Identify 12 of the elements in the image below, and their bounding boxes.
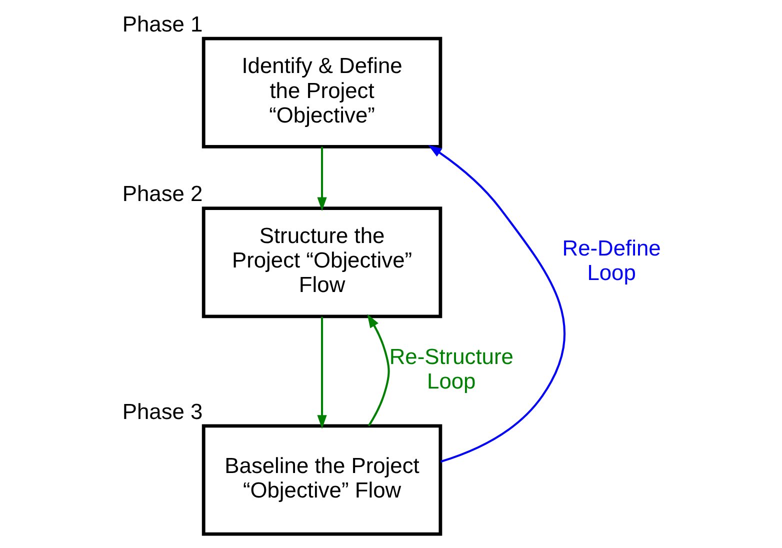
- edge-label: Re-Structure Loop: [388, 344, 513, 394]
- edge-label: Re-Define Loop: [562, 235, 660, 285]
- node-label: Phase 1: [122, 11, 202, 36]
- node-label: Phase 2: [122, 181, 202, 206]
- arrow: [428, 145, 566, 463]
- arrow: [316, 316, 326, 429]
- node-label: Phase 3: [122, 398, 202, 424]
- arrow: [366, 314, 390, 426]
- node-box: Identify & Define the Project “Objective”: [201, 36, 442, 148]
- arrow: [316, 146, 326, 212]
- node-box: Baseline the Project “Objective” Flow: [201, 424, 442, 536]
- node-box: Structure the Project “Objective” Flow: [201, 206, 442, 318]
